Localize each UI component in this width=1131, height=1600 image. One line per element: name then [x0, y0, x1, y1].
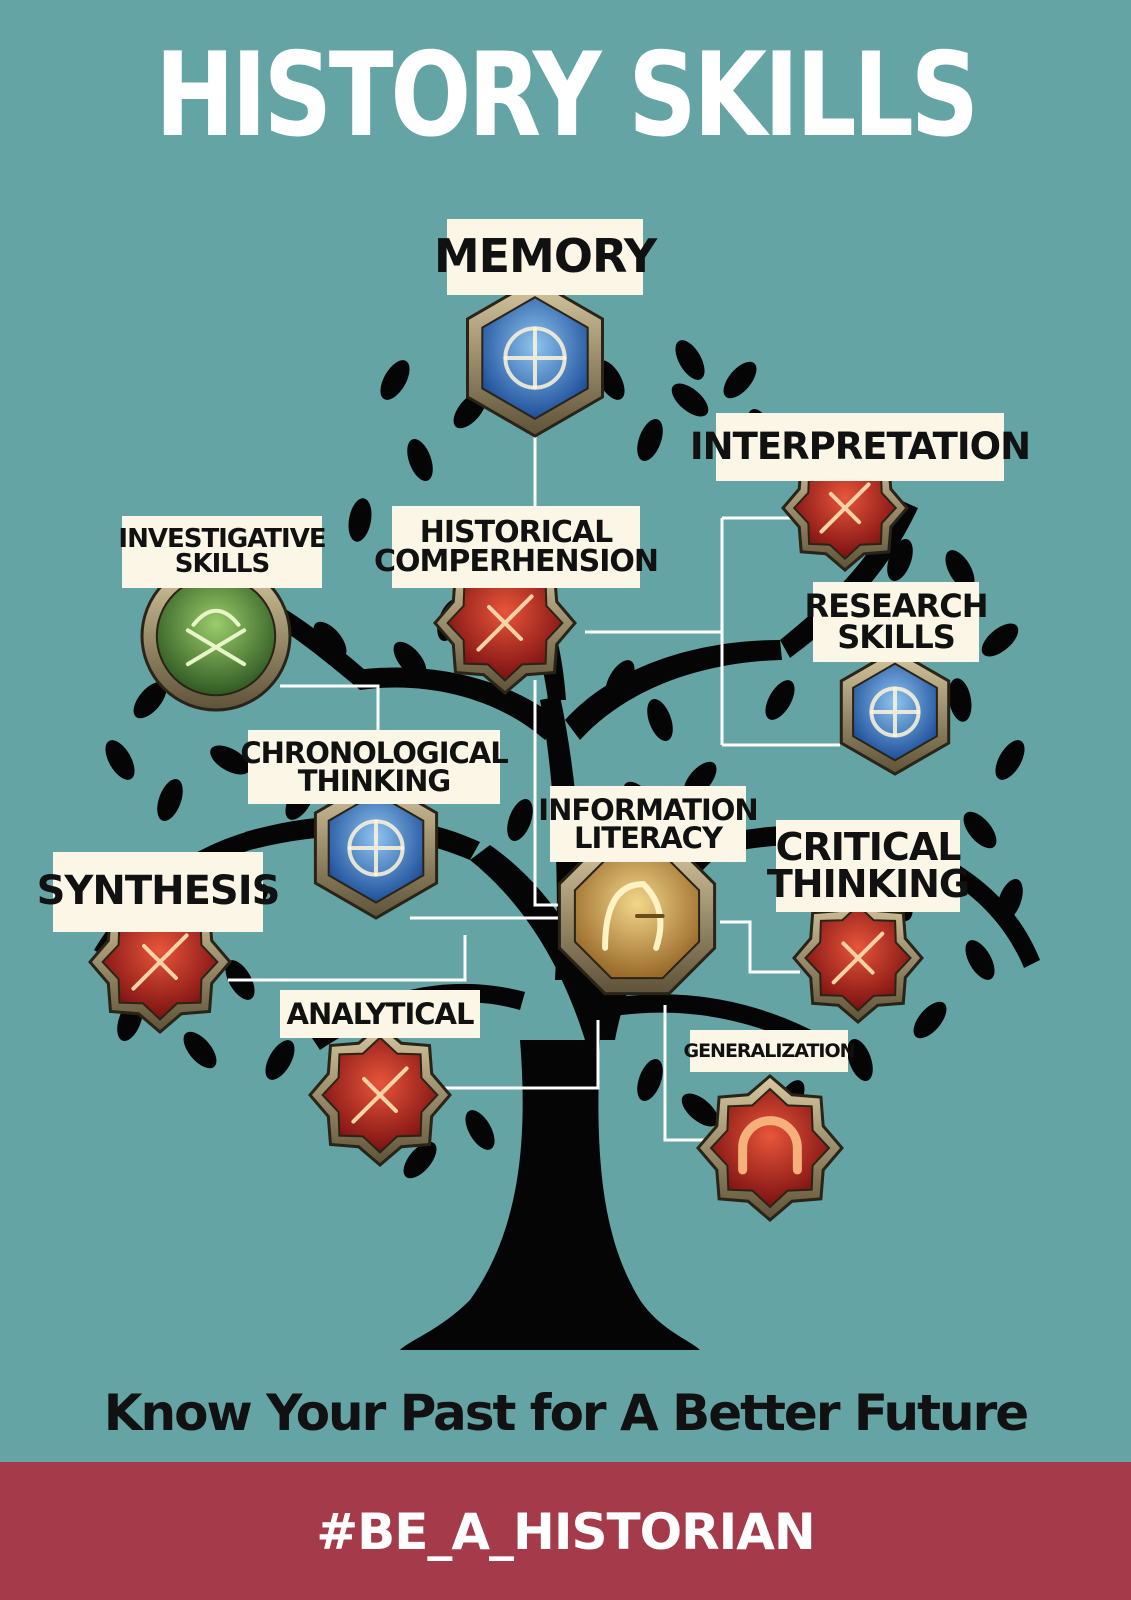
leaf	[313, 621, 347, 659]
badge-chronological	[313, 776, 439, 920]
badge-face	[709, 1087, 831, 1209]
leaf	[507, 798, 533, 842]
label-information-line2: LITERACY	[574, 821, 723, 855]
round-shield-icon	[347, 819, 405, 877]
leaf	[637, 418, 663, 462]
badge-memory	[466, 278, 604, 438]
leaf	[543, 1121, 577, 1159]
leaf	[948, 678, 972, 722]
leaf	[348, 498, 372, 542]
label-investigative-line1: INVESTIGATIVE	[118, 523, 326, 554]
badge-analytical	[308, 1023, 452, 1167]
leaf	[407, 438, 433, 482]
leaf	[965, 940, 995, 980]
badge-critical	[792, 892, 924, 1024]
label-historical-comprehension: HISTORICAL COMPERHENSION	[374, 506, 659, 588]
leaf	[963, 811, 997, 849]
label-memory: MEMORY	[434, 219, 657, 295]
leaf	[637, 1058, 663, 1102]
bull-crossed-swords-icon	[819, 482, 871, 534]
label-chronological-line1: CHRONOLOGICAL	[240, 735, 508, 770]
label-investigative-line2: SKILLS	[174, 549, 270, 579]
leaf	[945, 550, 975, 590]
badge-historical	[433, 551, 577, 695]
label-analytical: ANALYTICAL	[280, 990, 480, 1038]
label-critical-line2: THINKING	[766, 862, 970, 906]
badge-information	[557, 836, 717, 996]
leaf	[981, 623, 1019, 657]
label-synthesis-text: SYNTHESIS	[36, 868, 281, 915]
label-critical-thinking: CRITICAL THINKING	[767, 820, 970, 912]
crossed-blades-icon	[476, 594, 534, 652]
label-chronological-line2: THINKING	[297, 764, 451, 798]
label-generalization: GENERALIZATION	[683, 1030, 856, 1072]
leaf	[265, 1040, 295, 1080]
spear-helmet-icon	[831, 931, 885, 985]
knot-cross-icon	[869, 686, 921, 738]
leaf	[647, 698, 673, 742]
label-interpretation-text: INTERPRETATION	[689, 424, 1031, 468]
leaf	[913, 1001, 947, 1039]
label-research-skills: RESEARCH SKILLS	[804, 582, 989, 662]
badge-face	[155, 575, 277, 697]
label-information-literacy: INFORMATION LITERACY	[538, 786, 759, 862]
leaf	[133, 681, 167, 719]
label-historical-line2: COMPERHENSION	[373, 544, 659, 579]
leaf	[887, 538, 913, 582]
label-investigative-skills: INVESTIGATIVE SKILLS	[118, 516, 327, 588]
badge-generalization	[696, 1074, 844, 1222]
label-research-line1: RESEARCH	[804, 586, 988, 625]
footer-banner: #BE_A_HISTORIAN	[0, 1462, 1131, 1600]
leaf	[997, 878, 1023, 922]
leaf	[465, 1110, 495, 1150]
hashtag: #BE_A_HISTORIAN	[316, 1503, 816, 1561]
leaf	[210, 745, 250, 775]
leaf	[671, 383, 709, 417]
label-information-line1: INFORMATION	[538, 792, 758, 827]
label-historical-line1: HISTORICAL	[419, 514, 613, 550]
badge-research	[839, 648, 951, 776]
leaf	[847, 1038, 873, 1082]
leaf	[765, 680, 795, 720]
connector-lines	[228, 435, 840, 1142]
label-research-line2: SKILLS	[837, 618, 956, 656]
leaf	[380, 360, 410, 400]
page-title: HISTORY SKILLS	[155, 28, 979, 163]
label-memory-text: MEMORY	[433, 229, 657, 284]
horseshoe-icon	[738, 1116, 802, 1175]
leaf	[157, 778, 183, 822]
label-synthesis: SYNTHESIS	[37, 852, 280, 932]
tagline: Know Your Past for A Better Future	[103, 1384, 1029, 1442]
leaf	[995, 740, 1025, 780]
leaf	[675, 340, 705, 380]
helmet-swords-icon	[185, 608, 247, 667]
turtle-shield-icon	[503, 326, 567, 390]
leaf	[681, 1093, 719, 1127]
label-generalization-text: GENERALIZATION	[683, 1039, 855, 1062]
label-critical-line1: CRITICAL	[775, 824, 962, 869]
leaf	[105, 740, 135, 780]
label-analytical-text: ANALYTICAL	[286, 996, 475, 1031]
leaf	[605, 660, 635, 700]
leaf	[723, 361, 757, 399]
scroll-sword-icon	[131, 933, 189, 991]
leaf	[393, 641, 427, 679]
label-chronological-thinking: CHRONOLOGICAL THINKING	[240, 730, 509, 804]
leaf	[183, 1031, 217, 1069]
war-banner-icon	[351, 1066, 409, 1124]
label-interpretation: INTERPRETATION	[690, 413, 1031, 481]
leaf	[403, 1141, 437, 1179]
knight-helmet-icon	[602, 881, 665, 951]
